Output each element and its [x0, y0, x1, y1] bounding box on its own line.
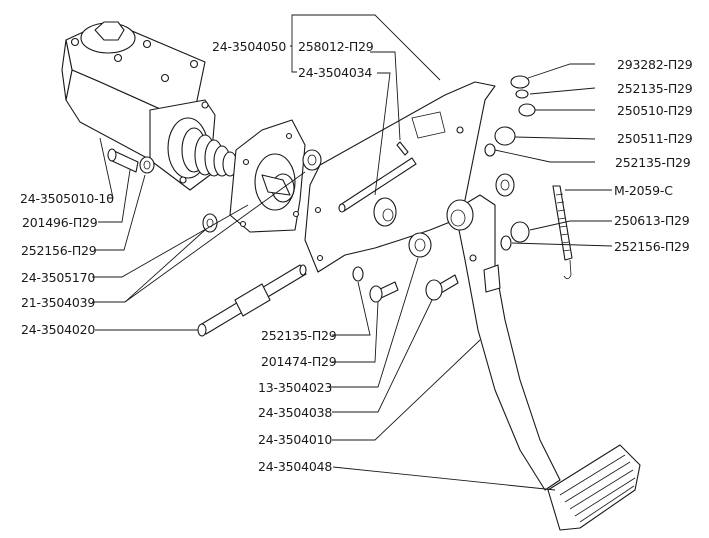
label-252135-p29-b: 252135-П29 [615, 155, 691, 170]
bolt-201474 [369, 281, 399, 303]
bushing-right [495, 173, 515, 197]
label-24-3505010-10: 24-3505010-10 [20, 191, 114, 206]
label-250511-p29: 250511-П29 [617, 131, 693, 146]
washer-252156-right [500, 235, 512, 251]
nut-250613 [510, 221, 530, 243]
label-252135-p29-a: 252135-П29 [617, 81, 693, 96]
nut-250511 [494, 126, 516, 146]
bolt-24-3504038 [425, 274, 459, 301]
washer-252135-mid [484, 143, 496, 157]
label-252156-p29-left: 252156-П29 [21, 243, 97, 258]
brake-pedal [446, 194, 561, 491]
label-252156-p29-right: 252156-П29 [614, 239, 690, 254]
nut-250510 [518, 103, 536, 117]
pedal-bracket [304, 81, 496, 273]
cylinder-flange [229, 119, 306, 233]
label-24-3504038: 24-3504038 [258, 405, 333, 420]
label-258012-p29: 258012-П29 [298, 39, 374, 54]
leader-lines [92, 14, 613, 491]
label-13-3504023: 13-3504023 [258, 380, 333, 395]
return-spring [552, 185, 573, 280]
master-cylinder [61, 21, 238, 191]
label-250510-p29: 250510-П29 [617, 103, 693, 118]
rod-24-3504034 [338, 157, 417, 213]
washer-21-3504039-b [302, 149, 322, 171]
label-24-3504010: 24-3504010 [258, 432, 333, 447]
label-252135-p29-c: 252135-П29 [261, 328, 337, 343]
washer-293282 [510, 75, 530, 89]
label-201474-p29: 201474-П29 [261, 354, 337, 369]
label-24-3504050: 24-3504050 [212, 39, 287, 54]
pin-201496 [107, 148, 139, 173]
washer-252135-lower [352, 266, 364, 282]
pin-258012 [396, 141, 409, 156]
label-24-3505170: 24-3505170 [21, 270, 96, 285]
bushing-13-3504023 [408, 232, 432, 258]
label-24-3504034: 24-3504034 [298, 65, 373, 80]
label-24-3504048: 24-3504048 [258, 459, 333, 474]
pedal-axle [197, 264, 307, 337]
pedal-pad [547, 444, 641, 531]
label-m-2059-s: М-2059-С [614, 183, 673, 198]
label-201496-p29: 201496-П29 [22, 215, 98, 230]
washer-252135-top [515, 89, 529, 99]
label-293282-p29: 293282-П29 [617, 57, 693, 72]
label-24-3504020: 24-3504020 [21, 322, 96, 337]
washer-252156-left [139, 156, 155, 174]
label-21-3504039: 21-3504039 [21, 295, 96, 310]
label-250613-p29: 250613-П29 [614, 213, 690, 228]
